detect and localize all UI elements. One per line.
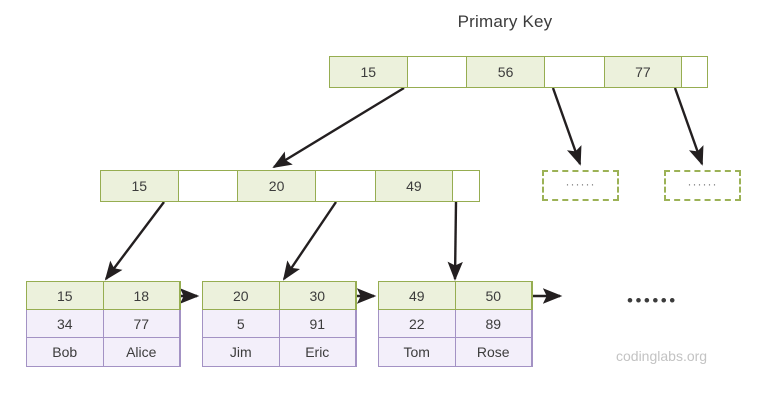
leaf-2-key-1: 30 [280,282,356,309]
leaf-1-name-1: Alice [104,338,180,366]
leaf-1-key-0: 15 [27,282,104,309]
leaf-3-value-0: 22 [379,310,456,337]
edge-internal-to-leaf-1 [104,201,165,281]
leaf-3-value-row: 22 89 [378,310,533,338]
leaf-2-value-1: 91 [280,310,356,337]
root-cell-key-1: 56 [467,57,545,87]
leaf-3-name-1: Rose [456,338,532,366]
root-cell-pointer-0 [407,57,468,87]
edge-root-to-placeholder-2 [673,87,704,166]
internal-cell-key-0: 15 [101,171,179,201]
root-cell-key-0: 15 [330,57,408,87]
leaf-3-value-1: 89 [456,310,532,337]
edge-internal-to-leaf-3 [447,201,463,281]
leaf-1-key-1: 18 [104,282,180,309]
leaf-2-name-0: Jim [203,338,280,366]
internal-node: 15 20 49 [100,170,480,202]
leaf-1-name-0: Bob [27,338,104,366]
leaf-3-name-row: Tom Rose [378,338,533,367]
leaf-3-key-0: 49 [379,282,456,309]
leaf-3-key-row: 49 50 [378,281,533,310]
edge-root-to-internal [272,86,405,169]
internal-cell-key-1: 20 [238,171,316,201]
placeholder-node-2: ······ [664,170,741,201]
internal-cell-pointer-1 [315,171,376,201]
leaf-2-key-0: 20 [203,282,280,309]
leaf-3-name-0: Tom [379,338,456,366]
internal-cell-pointer-2 [453,171,480,201]
leaf-2-name-row: Jim Eric [202,338,357,367]
leaf-2-value-row: 5 91 [202,310,357,338]
root-cell-pointer-1 [544,57,605,87]
placeholder-node-1: ······ [542,170,619,201]
leaf-1-value-0: 34 [27,310,104,337]
leaf-2-key-row: 20 30 [202,281,357,310]
edge-root-to-placeholder-1 [551,87,582,166]
internal-cell-pointer-0 [178,171,239,201]
placeholder-dots-1: ······ [565,176,596,191]
leaf-1-value-row: 34 77 [26,310,181,338]
leaf-node-3: 49 50 22 89 Tom Rose [378,281,533,367]
leaf-2-value-0: 5 [203,310,280,337]
page-title: Primary Key [0,12,774,32]
leaf-node-1: 15 18 34 77 Bob Alice [26,281,181,367]
leaf-chain-ellipsis: •••••• [627,291,678,310]
root-cell-key-2: 77 [604,57,683,87]
leaf-1-value-1: 77 [104,310,180,337]
root-node: 15 56 77 [329,56,708,88]
internal-cell-key-2: 49 [375,171,454,201]
leaf-3-key-1: 50 [456,282,532,309]
leaf-1-key-row: 15 18 [26,281,181,310]
watermark: codinglabs.org [616,348,708,364]
leaf-2-name-1: Eric [280,338,356,366]
page-title-text: Primary Key [457,12,553,31]
leaf-node-2: 20 30 5 91 Jim Eric [202,281,357,367]
edge-internal-to-leaf-2 [282,201,337,281]
root-cell-pointer-2 [682,57,708,87]
leaf-1-name-row: Bob Alice [26,338,181,367]
placeholder-dots-2: ······ [687,176,718,191]
